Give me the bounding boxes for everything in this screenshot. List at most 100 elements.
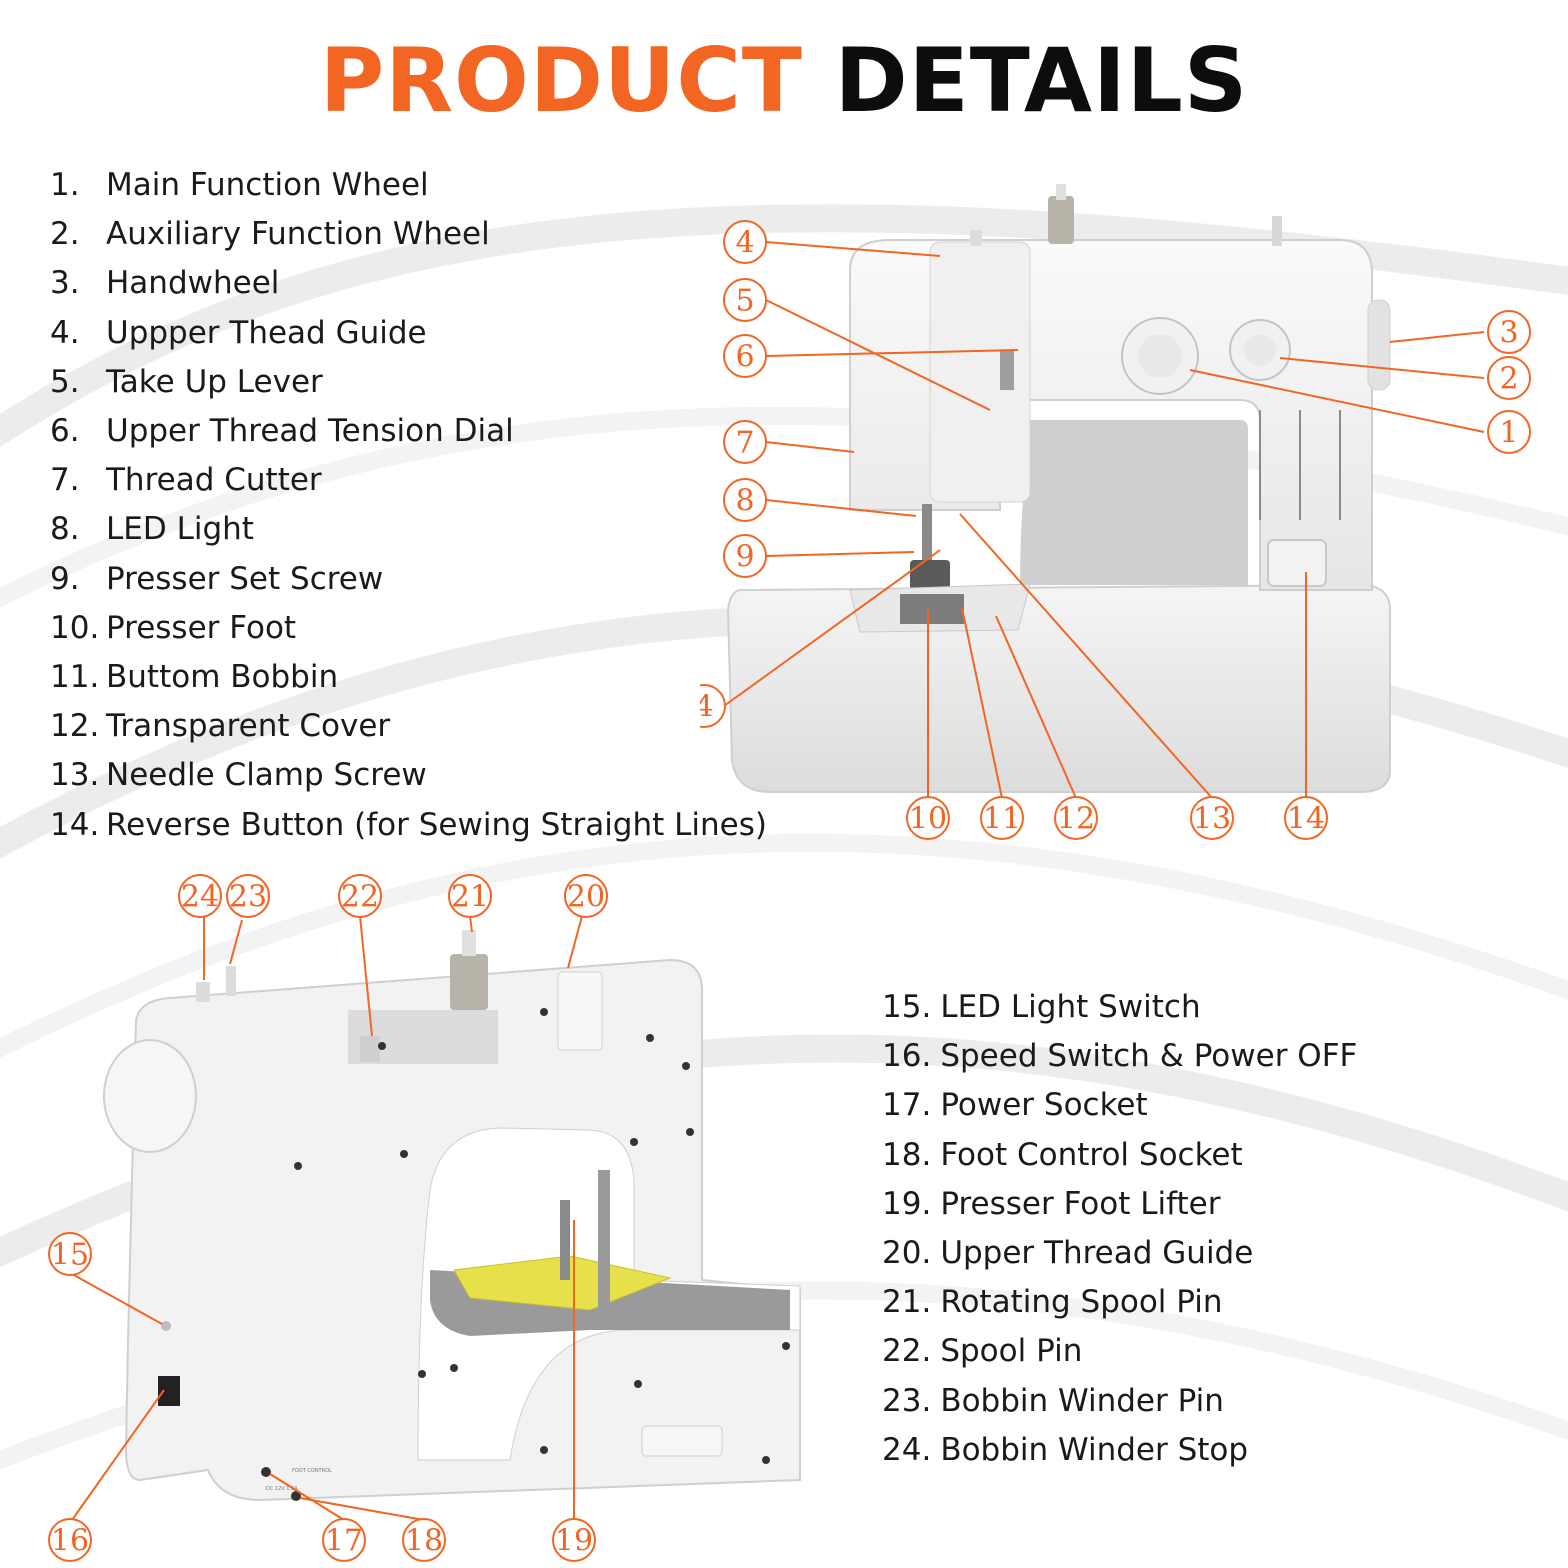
part-label: Upper Thread Tension Dial xyxy=(106,413,514,449)
callout-marker: 2 xyxy=(1487,356,1531,400)
title-word-details: DETAILS xyxy=(834,29,1249,132)
part-label: Main Function Wheel xyxy=(106,167,429,203)
callout-number: 17 xyxy=(325,1524,363,1559)
callout-number: 14 xyxy=(1287,802,1325,837)
part-label: Uppper Thead Guide xyxy=(106,314,427,351)
part-item: 12.Transparent Cover xyxy=(50,711,390,742)
part-number: 24. xyxy=(882,1431,932,1468)
part-label: Take Up Lever xyxy=(106,363,323,400)
callout-number: 22 xyxy=(341,880,379,915)
callout-marker: 15 xyxy=(48,1232,92,1276)
callout-marker: 7 xyxy=(723,420,767,464)
part-label: Bobbin Winder Pin xyxy=(940,1382,1224,1419)
machine-base xyxy=(726,583,1391,793)
callout-marker: 10 xyxy=(906,796,950,840)
part-number: 22. xyxy=(882,1333,932,1370)
part-label: Handwheel xyxy=(106,265,280,302)
part-label: Rotating Spool Pin xyxy=(940,1284,1223,1321)
part-item: 11.Buttom Bobbin xyxy=(50,662,338,693)
part-label: LED Light xyxy=(106,511,254,548)
foot-socket-label: FOOT CONTROL xyxy=(292,1468,332,1474)
callout-marker: 23 xyxy=(226,874,270,918)
callout-marker: 8 xyxy=(723,478,767,522)
part-item: 10.Presser Foot xyxy=(50,609,296,646)
part-number: 10. xyxy=(50,609,100,646)
callout-marker: 11 xyxy=(980,796,1024,840)
part-number: 13. xyxy=(50,757,100,794)
callout-marker: 5 xyxy=(723,278,767,322)
page-title: PRODUCT DETAILS xyxy=(0,28,1568,134)
part-label: Upper Thread Guide xyxy=(940,1235,1254,1271)
part-item: 4. Uppper Thead Guide xyxy=(50,314,427,351)
callout-number: 23 xyxy=(229,880,267,915)
part-number: 23. xyxy=(882,1382,932,1419)
part-item: 7. Thread Cutter xyxy=(50,465,322,496)
part-item: 9.Presser Set Screw xyxy=(50,563,383,595)
part-number: 7. xyxy=(50,462,80,499)
callout-marker: 12 xyxy=(1054,796,1098,840)
part-number: 12. xyxy=(50,708,100,745)
callout-number: 18 xyxy=(405,1524,443,1559)
part-item: 23.Bobbin Winder Pin xyxy=(882,1382,1224,1419)
part-item: 24.Bobbin Winder Stop xyxy=(882,1431,1248,1468)
part-item: 21.Rotating Spool Pin xyxy=(882,1287,1223,1318)
part-number: 19. xyxy=(882,1185,932,1222)
callout-number: 15 xyxy=(51,1238,89,1273)
fabric xyxy=(453,1255,672,1311)
callout-number: 19 xyxy=(555,1524,593,1559)
part-item: 8. LED Light xyxy=(50,514,254,545)
part-number: 15. xyxy=(882,989,932,1025)
callout-marker: 18 xyxy=(402,1518,446,1562)
handwheel-shape xyxy=(1367,299,1391,391)
callout-number: 6 xyxy=(735,340,754,375)
callout-number: 11 xyxy=(983,802,1021,837)
callout-marker: 17 xyxy=(322,1518,366,1562)
part-item: 20.Upper Thread Guide xyxy=(882,1238,1253,1269)
part-number: 1. xyxy=(50,167,80,203)
callout-number: 16 xyxy=(51,1524,89,1559)
callout-marker: 14 xyxy=(1284,796,1328,840)
part-number: 4. xyxy=(50,314,80,351)
callout-marker: 21 xyxy=(448,874,492,918)
part-item: 2.Auxiliary Function Wheel xyxy=(50,219,490,250)
part-item: 15.LED Light Switch xyxy=(882,992,1201,1023)
part-number: 16. xyxy=(882,1038,932,1075)
callout-number: 7 xyxy=(735,426,754,461)
part-label: Auxiliary Function Wheel xyxy=(106,216,490,253)
part-label: Speed Switch & Power OFF xyxy=(940,1038,1358,1075)
callout-number: 10 xyxy=(909,802,947,837)
callout-marker: 6 xyxy=(723,334,767,378)
callout-number: 1 xyxy=(1499,416,1518,451)
part-item: 13.Needle Clamp Screw xyxy=(50,760,427,791)
part-number: 17. xyxy=(882,1087,932,1124)
part-number: 3. xyxy=(50,265,80,302)
part-label: Transparent Cover xyxy=(106,708,391,745)
part-label: Presser Foot Lifter xyxy=(940,1185,1221,1222)
part-item: 19.Presser Foot Lifter xyxy=(882,1185,1221,1222)
part-item: 5.Take Up Lever xyxy=(50,363,323,400)
part-item: 1. Main Function Wheel xyxy=(50,170,429,201)
callout-number: 4 xyxy=(700,690,714,725)
callout-number: 9 xyxy=(735,540,754,575)
callout-marker: 9 xyxy=(723,534,767,578)
callout-marker: 16 xyxy=(48,1518,92,1562)
back-callouts: 24 23 22 21 20 15 16 17 18 19 xyxy=(48,874,608,1562)
callout-number: 12 xyxy=(1057,802,1095,837)
part-number: 18. xyxy=(882,1136,932,1173)
power-socket-label: DC 12V 1.5A xyxy=(266,1486,298,1492)
part-item: 16.Speed Switch & Power OFF xyxy=(882,1041,1357,1072)
callout-marker: 13 xyxy=(1190,796,1234,840)
part-number: 8. xyxy=(50,511,80,548)
part-label: Thread Cutter xyxy=(106,462,322,499)
callout-number: 8 xyxy=(735,484,754,519)
callout-marker: 20 xyxy=(564,874,608,918)
back-handwheel-shape xyxy=(103,1039,197,1153)
part-item: 6.Upper Thread Tension Dial xyxy=(50,416,514,447)
callout-number: 3 xyxy=(1499,316,1518,351)
callout-number: 13 xyxy=(1193,802,1231,837)
callout-number: 24 xyxy=(181,880,219,915)
callout-marker: 1 xyxy=(1487,410,1531,454)
reverse-button-shape xyxy=(1267,539,1327,587)
